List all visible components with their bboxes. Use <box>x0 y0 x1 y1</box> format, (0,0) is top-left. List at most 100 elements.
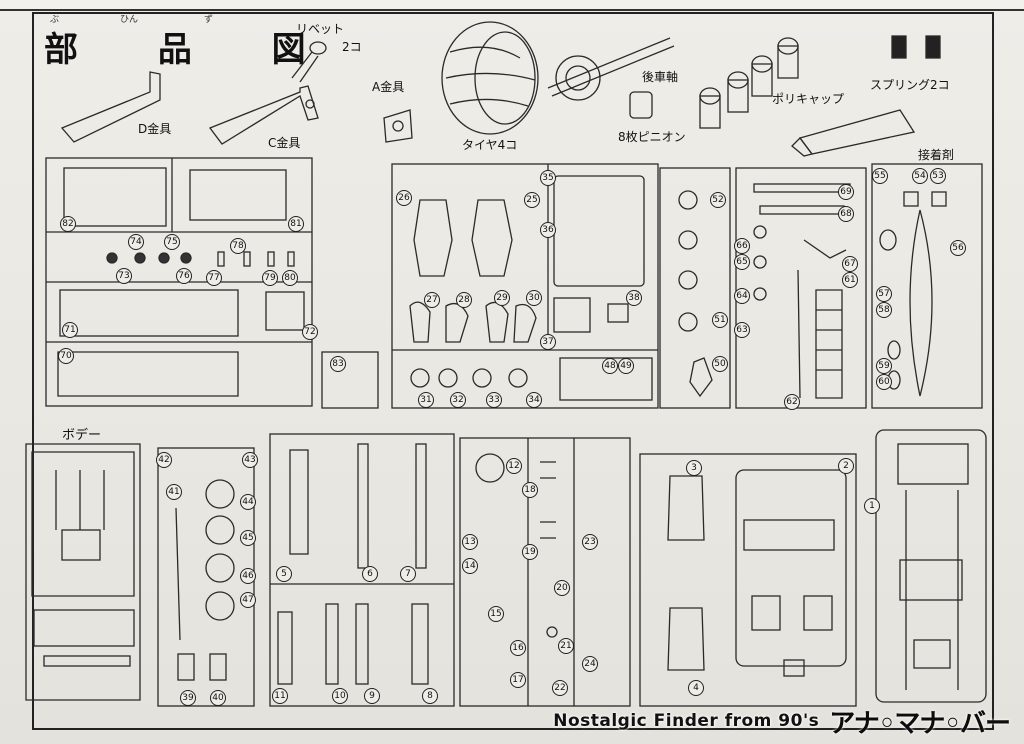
part-number: 42 <box>156 452 172 468</box>
runner-r5 <box>735 167 867 409</box>
poly-cap-label: ポリキャップ <box>772 92 845 106</box>
part-number: 67 <box>842 256 858 272</box>
part-number: 20 <box>554 580 570 596</box>
part-number: 28 <box>456 292 472 308</box>
c-bracket-drawing <box>208 85 319 145</box>
part-number: 60 <box>876 374 892 390</box>
part-number: 45 <box>240 530 256 546</box>
part-number: 18 <box>522 482 538 498</box>
c-bracket-label: C金具 <box>268 136 301 150</box>
chassis-drawing <box>875 429 987 703</box>
part-number: 50 <box>712 356 728 372</box>
part-number: 25 <box>524 192 540 208</box>
part-number: 24 <box>582 656 598 672</box>
part-number: 56 <box>950 240 966 256</box>
part-number: 71 <box>62 322 78 338</box>
spring-drawing <box>891 35 907 59</box>
part-number: 68 <box>838 206 854 222</box>
part-number: 15 <box>488 606 504 622</box>
part-number: 9 <box>364 688 380 704</box>
rear-axle-gear-drawing <box>555 55 601 101</box>
adhesive-label: 接着剤 <box>918 148 955 162</box>
part-number: 78 <box>230 238 246 254</box>
d-bracket-label: D金具 <box>138 122 172 136</box>
part-number: 16 <box>510 640 526 656</box>
part-number: 57 <box>876 286 892 302</box>
pinion-label: 8枚ピニオン <box>618 130 686 144</box>
parts-diagram-frame <box>32 12 994 730</box>
part-number: 72 <box>302 324 318 340</box>
part-number: 21 <box>558 638 574 654</box>
tire-drawing <box>441 21 539 135</box>
d-bracket-drawing <box>60 71 161 143</box>
runner-r9 <box>459 437 631 707</box>
part-number: 1 <box>864 498 880 514</box>
part-number: 5 <box>276 566 292 582</box>
pinion-drawing <box>629 91 653 119</box>
part-number: 36 <box>540 222 556 238</box>
part-number: 40 <box>210 690 226 706</box>
part-number: 70 <box>58 348 74 364</box>
part-number: 46 <box>240 568 256 584</box>
title-ruby-3: ず <box>204 15 214 25</box>
part-number: 31 <box>418 392 434 408</box>
part-number: 75 <box>164 234 180 250</box>
part-number: 11 <box>272 688 288 704</box>
part-number: 79 <box>262 270 278 286</box>
part-number: 10 <box>332 688 348 704</box>
part-number: 33 <box>486 392 502 408</box>
part-number: 27 <box>424 292 440 308</box>
part-number: 82 <box>60 216 76 232</box>
part-number: 43 <box>242 452 258 468</box>
part-number: 17 <box>510 672 526 688</box>
part-number: 63 <box>734 322 750 338</box>
part-number: 76 <box>176 268 192 284</box>
part-number: 48 <box>602 358 618 374</box>
part-number: 41 <box>166 484 182 500</box>
title-ruby-2: ひん <box>120 15 139 25</box>
part-number: 26 <box>396 190 412 206</box>
part-number: 65 <box>734 254 750 270</box>
sheet-top-edge <box>0 0 1024 11</box>
part-number: 44 <box>240 494 256 510</box>
part-number: 7 <box>400 566 416 582</box>
part-number: 6 <box>362 566 378 582</box>
part-number: 47 <box>240 592 256 608</box>
part-number: 30 <box>526 290 542 306</box>
part-number: 73 <box>116 268 132 284</box>
rivet-label: リベット <box>296 22 345 36</box>
part-number: 81 <box>288 216 304 232</box>
a-bracket-label: A金具 <box>372 80 405 94</box>
title-ruby-1: ぶ <box>50 15 60 25</box>
part-number: 80 <box>282 270 298 286</box>
adhesive-tube-drawing <box>798 109 916 155</box>
part-number: 53 <box>930 168 946 184</box>
rivet-drawing <box>291 51 319 83</box>
tire-label: タイヤ4コ <box>462 138 518 152</box>
body-drawing <box>25 443 141 701</box>
part-number: 54 <box>912 168 928 184</box>
watermark-text: Nostalgic Finder from 90's <box>553 711 820 731</box>
part-number: 2 <box>838 458 854 474</box>
spring-label: スプリング2コ <box>870 78 950 92</box>
part-number: 66 <box>734 238 750 254</box>
part-number: 8 <box>422 688 438 704</box>
part-number: 29 <box>494 290 510 306</box>
part-number: 74 <box>128 234 144 250</box>
part-number: 38 <box>626 290 642 306</box>
watermark: Nostalgic Finder from 90's アナ◦マナ◦バー <box>553 704 1011 739</box>
part-number: 35 <box>540 170 556 186</box>
part-number: 3 <box>686 460 702 476</box>
part-number: 55 <box>872 168 888 184</box>
part-number: 4 <box>688 680 704 696</box>
runner-r4 <box>659 167 731 409</box>
part-number: 52 <box>710 192 726 208</box>
part-number: 13 <box>462 534 478 550</box>
part-number: 23 <box>582 534 598 550</box>
part-number: 12 <box>506 458 522 474</box>
part-number: 59 <box>876 358 892 374</box>
part-number: 69 <box>838 184 854 200</box>
body-label: ボデー <box>62 428 102 443</box>
